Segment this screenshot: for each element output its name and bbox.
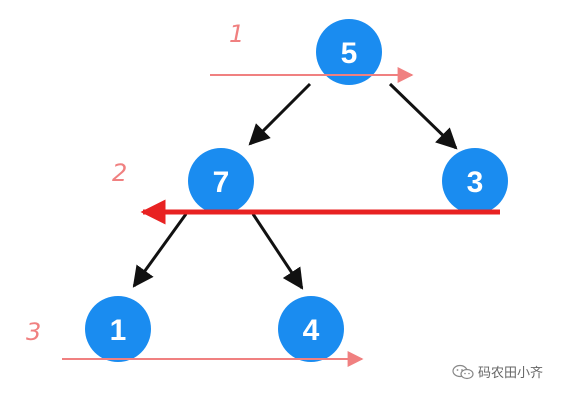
level-1-label: 1	[229, 20, 244, 48]
edge-5-to-3	[388, 82, 458, 150]
node-label: 1	[110, 314, 127, 347]
node-label: 3	[467, 166, 484, 199]
tree-node-3: 3	[442, 148, 508, 214]
tree-node-1: 1	[85, 296, 151, 362]
edge-7-to-1	[132, 213, 188, 288]
node-label: 7	[213, 166, 230, 199]
tree-node-4: 4	[278, 296, 344, 362]
node-label: 4	[303, 314, 320, 347]
level-order-arrows	[62, 67, 500, 367]
tree-nodes: 5 7 3 1 4	[85, 19, 508, 362]
tree-edges	[132, 82, 458, 290]
tree-node-7: 7	[188, 148, 254, 214]
level-labels: 1 2 3	[26, 20, 244, 346]
watermark: 码农田小齐	[452, 362, 543, 381]
tree-node-5: 5	[316, 19, 382, 85]
node-label: 5	[341, 37, 358, 70]
level-3-label: 3	[26, 318, 41, 346]
edge-7-to-4	[251, 213, 304, 290]
wechat-icon	[452, 364, 474, 379]
level-2-label: 2	[112, 159, 127, 187]
watermark-text: 码农田小齐	[478, 366, 544, 381]
edge-5-to-7	[248, 82, 312, 146]
